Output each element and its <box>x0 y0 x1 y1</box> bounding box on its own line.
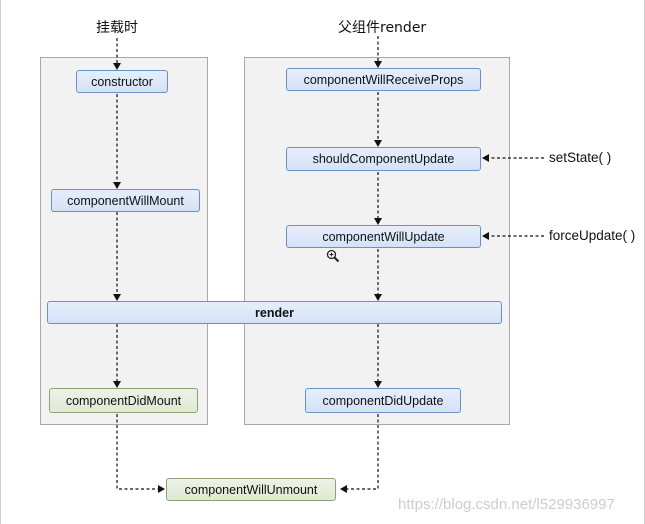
trigger-force-update: forceUpdate( ) <box>549 228 636 243</box>
arrow-didupdate-to-unmount <box>340 414 379 493</box>
zoom-in-icon <box>326 249 340 263</box>
arrow-didmount-to-unmount <box>116 414 165 493</box>
node-component-will-mount: componentWillMount <box>51 189 200 212</box>
node-component-did-update: componentDidUpdate <box>305 388 461 413</box>
node-component-will-unmount: componentWillUnmount <box>166 478 336 501</box>
mount-panel <box>40 57 208 425</box>
node-component-will-update: componentWillUpdate <box>286 225 481 248</box>
header-mount: 挂载时 <box>96 20 138 36</box>
watermark-url: https://blog.csdn.net/l529936997 <box>398 496 615 513</box>
node-should-component-update: shouldComponentUpdate <box>286 147 481 171</box>
node-render: render <box>47 301 502 324</box>
trigger-set-state: setState( ) <box>549 150 612 165</box>
header-parent-render: 父组件render <box>338 20 427 36</box>
node-component-did-mount: componentDidMount <box>49 388 198 413</box>
node-component-will-receive-props: componentWillReceiveProps <box>286 68 481 91</box>
node-constructor: constructor <box>76 70 168 93</box>
